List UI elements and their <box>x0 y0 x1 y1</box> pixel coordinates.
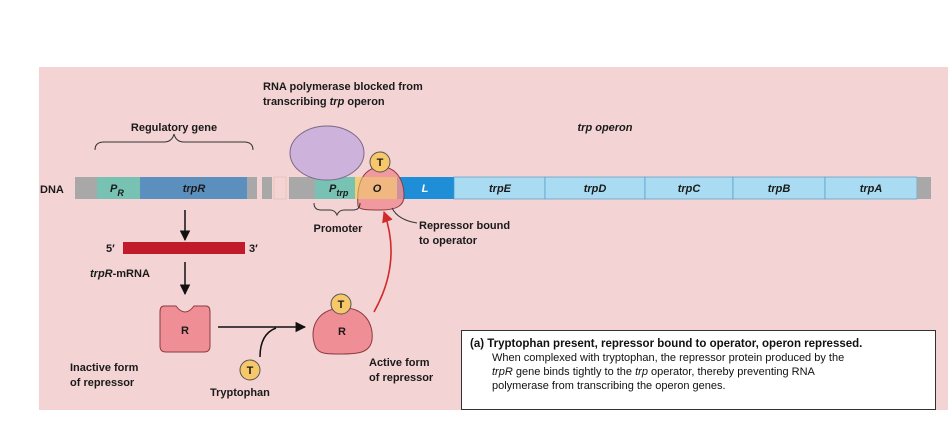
operator-label: O <box>373 183 382 195</box>
mrna-5prime: 5′ <box>106 243 115 255</box>
figure-caption: (a) Tryptophan present, repressor bound … <box>461 330 936 410</box>
promoter-label: Promoter <box>314 223 364 235</box>
bound-tryptophan-letter: T <box>377 157 384 169</box>
inactive-repressor-letter: R <box>181 325 189 337</box>
trpR-mrna <box>123 242 245 254</box>
active-tryptophan <box>330 293 352 315</box>
bound-label-line2: to operator <box>419 235 478 247</box>
dna-label: DNA <box>40 184 64 196</box>
dna-right-end <box>917 177 931 199</box>
trpR-gene-segment <box>140 177 247 199</box>
free-tryptophan-letter: T <box>247 365 254 377</box>
pr-label: PR <box>110 183 124 198</box>
trpD-label: trpD <box>584 183 607 195</box>
trpR-label: trpR <box>183 183 206 195</box>
trpA-label: trpA <box>860 183 883 195</box>
free-tryptophan <box>239 359 261 381</box>
regulatory-gene-label: Regulatory gene <box>131 122 217 134</box>
dna-segment-gap-left <box>247 177 257 199</box>
promoter-brace <box>313 202 361 217</box>
trpE-label: trpE <box>489 183 512 195</box>
leader-label: L <box>422 183 429 195</box>
caption-heading: (a) Tryptophan present, repressor bound … <box>470 338 863 350</box>
ptrp-promoter-segment <box>315 177 355 199</box>
inactive-label-line2: of repressor <box>70 377 135 389</box>
active-label-line1: Active form <box>369 357 430 369</box>
rna-polymerase <box>289 125 365 181</box>
dna-break-piece <box>262 177 272 199</box>
bound-tryptophan <box>369 151 391 173</box>
polymerase-label-line2: transcribing trp operon <box>263 96 385 108</box>
binding-arrow <box>373 210 393 313</box>
mrna-label: trpR-mRNA <box>90 268 150 280</box>
polymerase-label-line1: RNA polymerase blocked from <box>263 81 423 93</box>
dna-break-gap <box>273 176 287 200</box>
caption-line-2: trpR gene binds tightly to the trp opera… <box>492 366 815 378</box>
active-label-line2: of repressor <box>369 372 434 384</box>
dna-left-end <box>75 177 97 199</box>
trpB-label: trpB <box>768 183 791 195</box>
operator-overlay <box>355 177 397 199</box>
inactive-repressor <box>159 305 211 353</box>
bound-label-line1: Repressor bound <box>419 220 510 232</box>
bound-pointer-line <box>391 207 418 224</box>
pr-promoter-segment <box>97 177 140 199</box>
dna-segment-mid <box>289 177 315 199</box>
caption-line-1: When complexed with tryptophan, the repr… <box>492 352 845 364</box>
caption-body: When complexed with tryptophan, the repr… <box>470 351 927 393</box>
inactive-label-line1: Inactive form <box>70 362 139 374</box>
tryptophan-join-line <box>259 327 277 358</box>
active-tryptophan-letter: T <box>338 299 345 311</box>
leader-segment <box>397 177 454 199</box>
regulatory-gene-brace <box>94 133 254 151</box>
operon-label: trp operon <box>578 122 633 134</box>
active-repressor-letter: R <box>338 326 346 338</box>
active-repressor <box>312 307 373 355</box>
tryptophan-label: Tryptophan <box>210 387 270 399</box>
caption-line-3: polymerase from transcribing the operon … <box>492 380 726 392</box>
mrna-3prime: 3′ <box>249 243 258 255</box>
trpC-label: trpC <box>678 183 702 195</box>
ptrp-label: Ptrp <box>329 183 349 198</box>
